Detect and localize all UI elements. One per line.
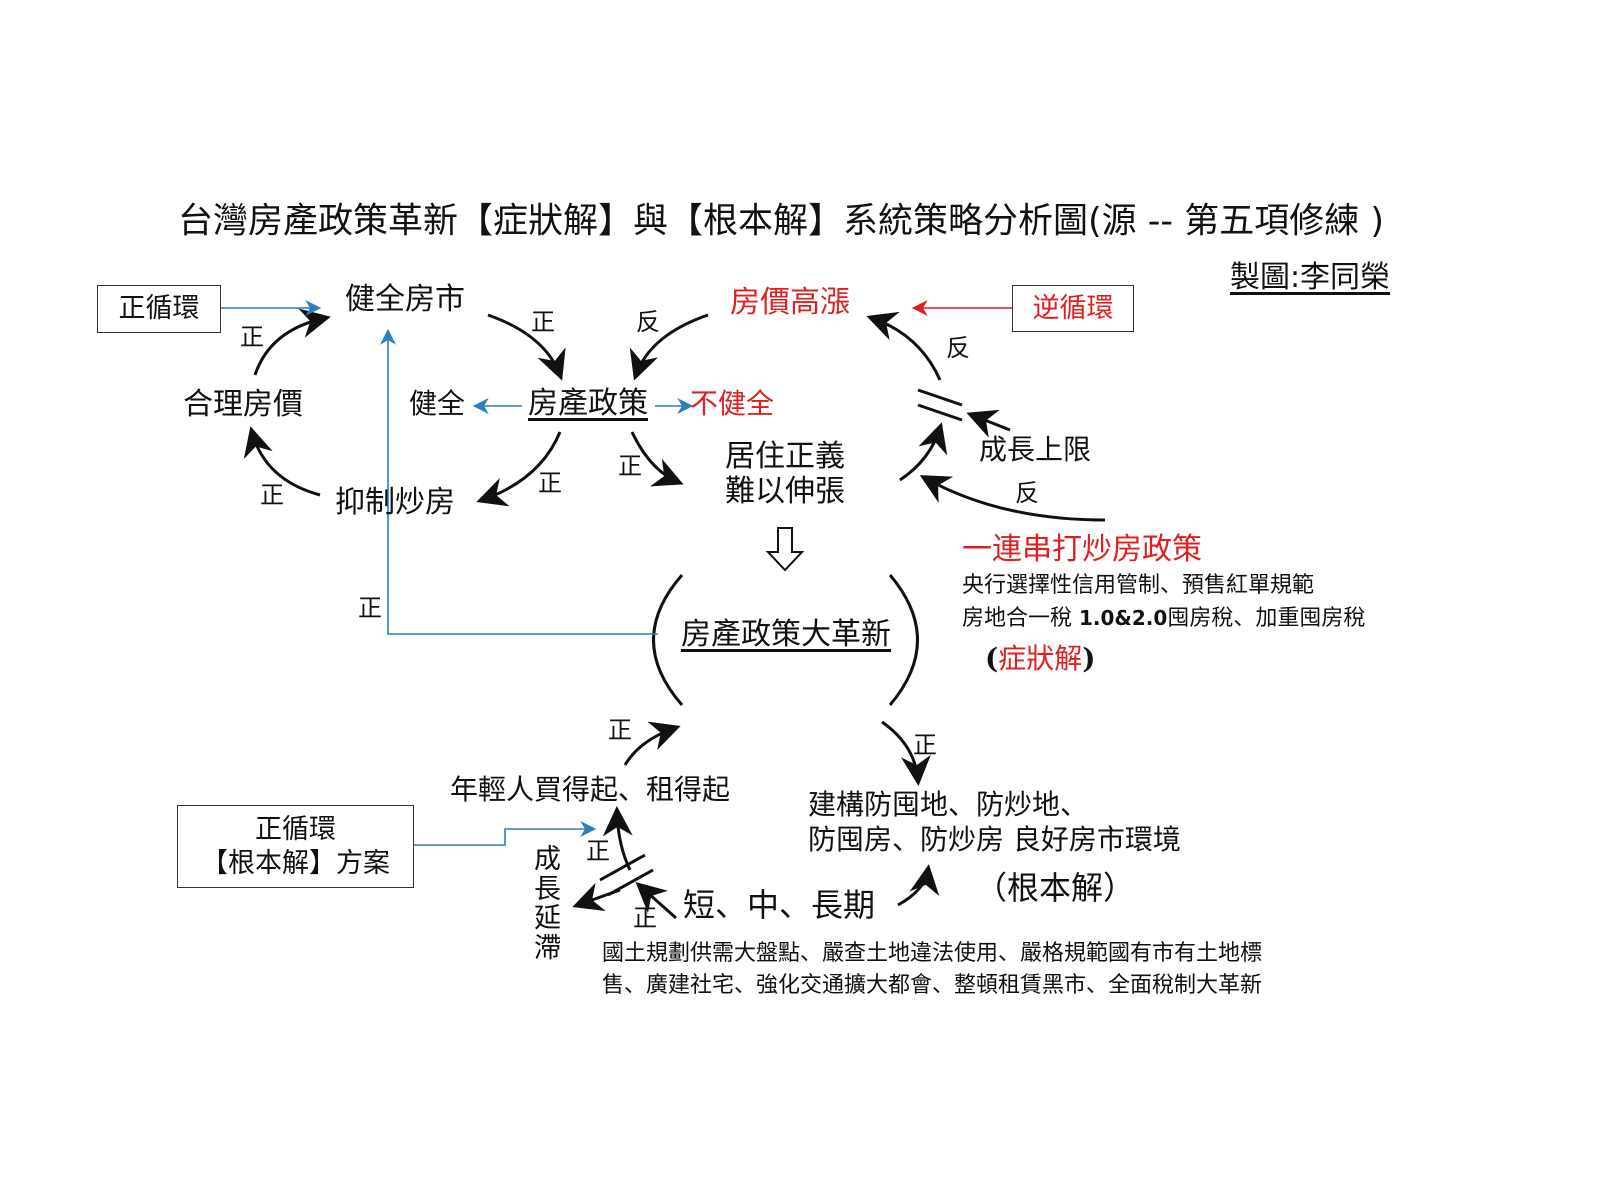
fundamental-box-line1: 正循環 xyxy=(255,813,336,845)
delay-mark-3 xyxy=(599,853,646,882)
arrow-growth-limit xyxy=(966,409,1011,438)
symptomatic-line2-b: 1.0&2.0 xyxy=(1079,606,1168,630)
link-label-positive: 正 xyxy=(260,481,284,509)
link-label-positive: 正 xyxy=(240,323,264,351)
positive-loop-label: 正循環 xyxy=(118,293,200,325)
positive-loop-box: 正循環 xyxy=(97,285,221,333)
reform-paren-right xyxy=(888,574,919,706)
arrow-symptomatic xyxy=(919,475,1106,522)
link-label-negative: 反 xyxy=(1015,479,1039,507)
node-justice-line1: 居住正義 xyxy=(725,439,845,474)
bottom-line2: 售、廣建社宅、強化交通擴大都會、整頓租賃黑市、全面稅制大革新 xyxy=(602,973,1263,998)
paren-close: ) xyxy=(1082,642,1096,675)
blue-arrow-reform-to-market xyxy=(380,328,658,635)
symptomatic-line2-a: 房地合一稅 xyxy=(962,606,1079,631)
node-build-line1: 建構防囤地、防炒地、 xyxy=(808,788,1089,821)
node-term: 短、中、長期 xyxy=(683,886,876,924)
arrow-term-to-build xyxy=(897,864,940,907)
node-reasonable-prices: 合理房價 xyxy=(183,387,303,422)
node-growth-limit: 成長上限 xyxy=(978,433,1092,466)
arrow-affordable-to-reform xyxy=(623,721,681,766)
node-growth-delay: 成長延滯 xyxy=(534,844,561,965)
arrow-policy-to-curb xyxy=(476,431,562,507)
arrow-reasonable-to-healthy xyxy=(253,308,331,376)
node-curb-speculation: 抑制炒房 xyxy=(335,485,455,520)
fundamental-label: （根本解） xyxy=(974,869,1136,907)
link-label-positive: 正 xyxy=(531,308,555,336)
arrow-high-to-policy xyxy=(629,313,709,381)
link-label-positive: 正 xyxy=(538,469,562,497)
symptomatic-line2-c: 囤房稅、加重囤房稅 xyxy=(1167,606,1366,631)
link-label-positive: 正 xyxy=(633,904,657,932)
node-reform: 房產政策大革新 xyxy=(681,617,891,652)
negative-loop-label: 逆循環 xyxy=(1032,292,1114,324)
fundamental-solution-box: 正循環 【根本解】方案 xyxy=(177,805,414,888)
arrow-healthy-to-policy xyxy=(487,313,566,381)
node-healthy: 健全 xyxy=(408,387,466,420)
blue-arrow-fundamental-box xyxy=(413,821,597,846)
paren-open: ( xyxy=(985,642,999,675)
fundamental-box-line2: 【根本解】方案 xyxy=(201,847,390,879)
link-label-positive: 正 xyxy=(586,837,610,865)
node-affordable: 年輕人買得起、租得起 xyxy=(449,773,731,806)
node-justice-line2: 難以伸張 xyxy=(725,474,845,509)
arrow-reform-to-build xyxy=(881,720,931,786)
symptomatic-label-text: 症狀解 xyxy=(998,642,1083,675)
page-title: 台灣房產政策革新【症狀解】與【根本解】系統策略分析圖(源 -- 第五項修練 ) xyxy=(178,201,1384,242)
symptomatic-line2: 房地合一稅 1.0&2.0囤房稅、加重囤房稅 xyxy=(962,608,1365,630)
arrow-curb-to-reasonable xyxy=(243,426,321,497)
node-build-line2: 防囤房、防炒房 良好房市環境 xyxy=(808,823,1181,856)
node-housing-policy: 房產政策 xyxy=(528,386,648,421)
arrow-justice-to-high xyxy=(866,311,942,381)
node-unhealthy: 不健全 xyxy=(689,387,775,420)
link-label-positive: 正 xyxy=(913,731,937,759)
delay-mark-1 xyxy=(917,388,963,407)
reform-paren-left xyxy=(652,574,684,706)
link-label-negative: 反 xyxy=(636,308,660,336)
down-arrow-icon xyxy=(765,527,805,572)
delay-mark-2 xyxy=(917,403,963,422)
symptomatic-label: (症狀解) xyxy=(985,645,1096,673)
link-label-negative: 反 xyxy=(946,334,970,362)
author-credit: 製圖:李同榮 xyxy=(1229,260,1391,295)
negative-loop-box: 逆循環 xyxy=(1012,285,1134,332)
arrow-term-up xyxy=(602,806,633,871)
link-label-positive: 正 xyxy=(358,594,382,622)
node-healthy-market: 健全房市 xyxy=(345,282,465,317)
link-label-positive: 正 xyxy=(618,452,642,480)
arrow-policy-to-justice xyxy=(630,431,684,487)
arrow-justice-up xyxy=(899,422,948,482)
arrow-term-to-delay xyxy=(635,882,677,920)
bottom-line1: 國土規劃供需大盤點、嚴查土地違法使用、嚴格規範國有市有土地標 xyxy=(602,941,1263,966)
symptomatic-line1: 央行選擇性信用管制、預售紅單規範 xyxy=(962,573,1315,598)
delay-mark-4 xyxy=(607,868,654,897)
symptomatic-heading: 一連串打炒房政策 xyxy=(962,532,1202,567)
node-high-prices: 房價高漲 xyxy=(730,285,850,320)
link-label-positive: 正 xyxy=(608,716,632,744)
